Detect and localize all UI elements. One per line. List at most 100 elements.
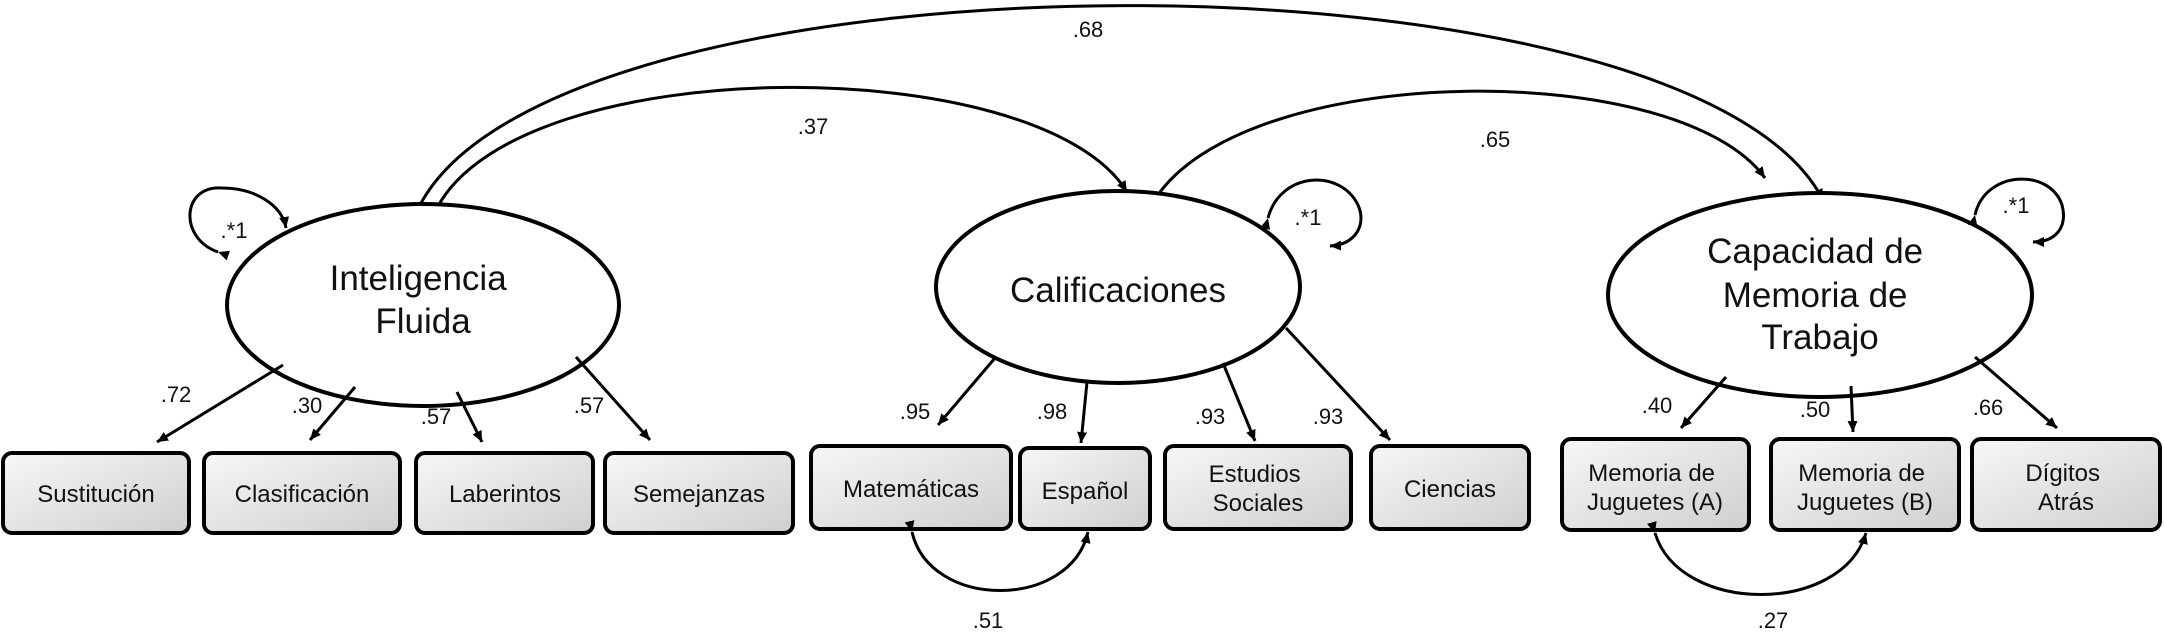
indicator-sustitucion: Sustitución (1, 451, 191, 535)
indicator-digitos-label: Dígitos Atrás (2025, 460, 2106, 516)
indicator-estudios-line: Sociales (1213, 490, 1304, 517)
corr-matematicas-espanol-label: .51 (973, 608, 1004, 633)
latent-grades-ellipse (934, 189, 1302, 385)
indicator-ciencias: Ciencias (1369, 444, 1531, 531)
indicator-ciencias-box (1369, 444, 1531, 531)
indicator-laberintos-box (414, 451, 595, 535)
indicator-sustitucion-box (1, 451, 191, 535)
indicator-espanol-line: Español (1042, 478, 1129, 505)
path-grades-matematicas (936, 357, 997, 426)
path-memory-juguetes-a (1679, 376, 1728, 429)
latent-memory-label: Capacidad de Memoria de Trabajo (1707, 232, 1933, 357)
indicator-matematicas-label: Matemáticas (843, 476, 979, 503)
indicator-clasificacion-box (202, 451, 402, 535)
loading-digitos-label: .66 (1973, 395, 2004, 420)
corr-fluid-memory-arc (410, 4, 1825, 218)
indicator-matematicas: Matemáticas (809, 444, 1013, 531)
latent-grades: Calificaciones .*1 (934, 178, 1363, 385)
corr-fluid-grades-arc (427, 86, 1129, 221)
latent-fluid-label: Inteligencia Fluida (330, 259, 517, 341)
loading-juguetes-a-label: .40 (1642, 393, 1673, 418)
loading-matematicas-label: .95 (900, 399, 931, 424)
indicator-estudios: Estudios Sociales (1163, 444, 1353, 531)
indicator-espanol: Español (1018, 446, 1152, 531)
indicator-laberintos-label: Laberintos (449, 481, 561, 508)
latent-memory-self-loop (1967, 177, 2065, 247)
indicator-juguetes-a-line: Juguetes (A) (1587, 489, 1723, 516)
latent-memory-self-loop-label: .*1 (2003, 193, 2030, 218)
path-grades-ciencias (1284, 326, 1392, 442)
corr-grades-memory-label: .65 (1480, 127, 1511, 152)
latent-fluid-ellipse (225, 202, 621, 408)
corr-matematicas-espanol-arc (904, 520, 1091, 592)
latent-fluid-self-loop (188, 186, 290, 261)
latent-memory-label-line: Capacidad de (1707, 232, 1923, 271)
residual-correlations: .51 .27 (904, 520, 1868, 633)
indicator-juguetes-a: Memoria de Juguetes (A) (1560, 437, 1751, 532)
indicator-juguetes-b-line: Juguetes (B) (1797, 489, 1933, 516)
latent-fluid: Inteligencia Fluida .*1 (188, 186, 621, 408)
indicator-juguetes-b: Memoria de Juguetes (B) (1769, 437, 1961, 532)
latent-grades-label: Calificaciones (1010, 271, 1226, 310)
indicator-espanol-label: Español (1042, 478, 1129, 505)
loading-ciencias-label: .93 (1313, 404, 1344, 429)
indicators: Sustitución Clasificación Laberintos Sem… (1, 437, 2162, 535)
path-fluid-clasificacion (308, 386, 357, 441)
loading-sustitucion-label: .72 (161, 382, 192, 407)
path-fluid-semejanzas (574, 356, 652, 441)
indicator-estudios-label: Estudios Sociales (1209, 461, 1308, 517)
corr-grades-memory-arc (1149, 89, 1767, 204)
indicator-sustitucion-line: Sustitución (37, 481, 154, 508)
indicator-sustitucion-label: Sustitución (37, 481, 154, 508)
indicator-semejanzas-line: Semejanzas (633, 481, 765, 508)
path-memory-juguetes-b (1847, 385, 1858, 433)
indicator-ciencias-line: Ciencias (1404, 476, 1496, 503)
path-grades-estudios (1221, 362, 1257, 442)
indicator-semejanzas-box (603, 451, 795, 535)
loading-juguetes-b-label: .50 (1800, 397, 1831, 422)
indicator-digitos-box (1970, 437, 2162, 532)
latent-fluid-label-line: Inteligencia (330, 259, 508, 298)
indicator-matematicas-line: Matemáticas (843, 476, 979, 503)
path-grades-espanol (1077, 381, 1089, 444)
loading-semejanzas-label: .57 (574, 393, 605, 418)
latent-memory-label-line: Memoria de (1723, 276, 1908, 315)
loading-paths: .72 .30 .57 .57 .95 .98 .93 .93 .40 .50 … (156, 326, 2058, 444)
loading-laberintos-label: .57 (421, 404, 452, 429)
indicator-digitos-line: Dígitos (2025, 460, 2100, 487)
indicator-juguetes-a-line: Memoria de (1588, 460, 1715, 487)
loading-estudios-label: .93 (1195, 404, 1226, 429)
indicator-juguetes-a-label: Memoria de Juguetes (A) (1587, 460, 1723, 516)
indicator-estudios-line: Estudios (1209, 461, 1301, 488)
latent-fluid-self-loop-label: .*1 (221, 218, 248, 243)
corr-fluid-memory-label: .68 (1073, 17, 1104, 42)
indicator-juguetes-b-label: Memoria de Juguetes (B) (1797, 460, 1933, 516)
indicator-clasificacion-label: Clasificación (235, 481, 370, 508)
loading-clasificacion-label: .30 (292, 393, 323, 418)
path-memory-digitos (1974, 355, 2058, 430)
indicator-clasificacion-line: Clasificación (235, 481, 370, 508)
indicator-semejanzas: Semejanzas (603, 451, 795, 535)
indicator-laberintos: Laberintos (414, 451, 595, 535)
corr-juguetes-a-b-label: .27 (1758, 608, 1789, 633)
indicator-digitos: Dígitos Atrás (1970, 437, 2162, 532)
latent-grades-label-line: Calificaciones (1010, 271, 1226, 310)
latent-memory: Capacidad de Memoria de Trabajo .*1 (1606, 177, 2065, 399)
corr-fluid-grades-label: .37 (798, 114, 829, 139)
path-fluid-laberintos (455, 391, 484, 443)
latent-fluid-label-line: Fluida (375, 302, 471, 341)
latent-memory-ellipse (1606, 191, 2034, 399)
latent-grades-self-loop (1260, 178, 1363, 251)
path-fluid-sustitucion (156, 363, 284, 444)
latent-correlations: .68 .37 .65 (410, 4, 1825, 221)
indicator-juguetes-b-line: Memoria de (1798, 460, 1925, 487)
indicator-semejanzas-label: Semejanzas (633, 481, 765, 508)
indicator-estudios-box (1163, 444, 1353, 531)
loading-espanol-label: .98 (1037, 399, 1068, 424)
indicator-clasificacion: Clasificación (202, 451, 402, 535)
latent-memory-label-line: Trabajo (1761, 318, 1878, 357)
indicator-ciencias-label: Ciencias (1404, 476, 1496, 503)
indicator-digitos-line: Atrás (2038, 489, 2094, 516)
corr-juguetes-a-b-arc (1646, 521, 1868, 596)
